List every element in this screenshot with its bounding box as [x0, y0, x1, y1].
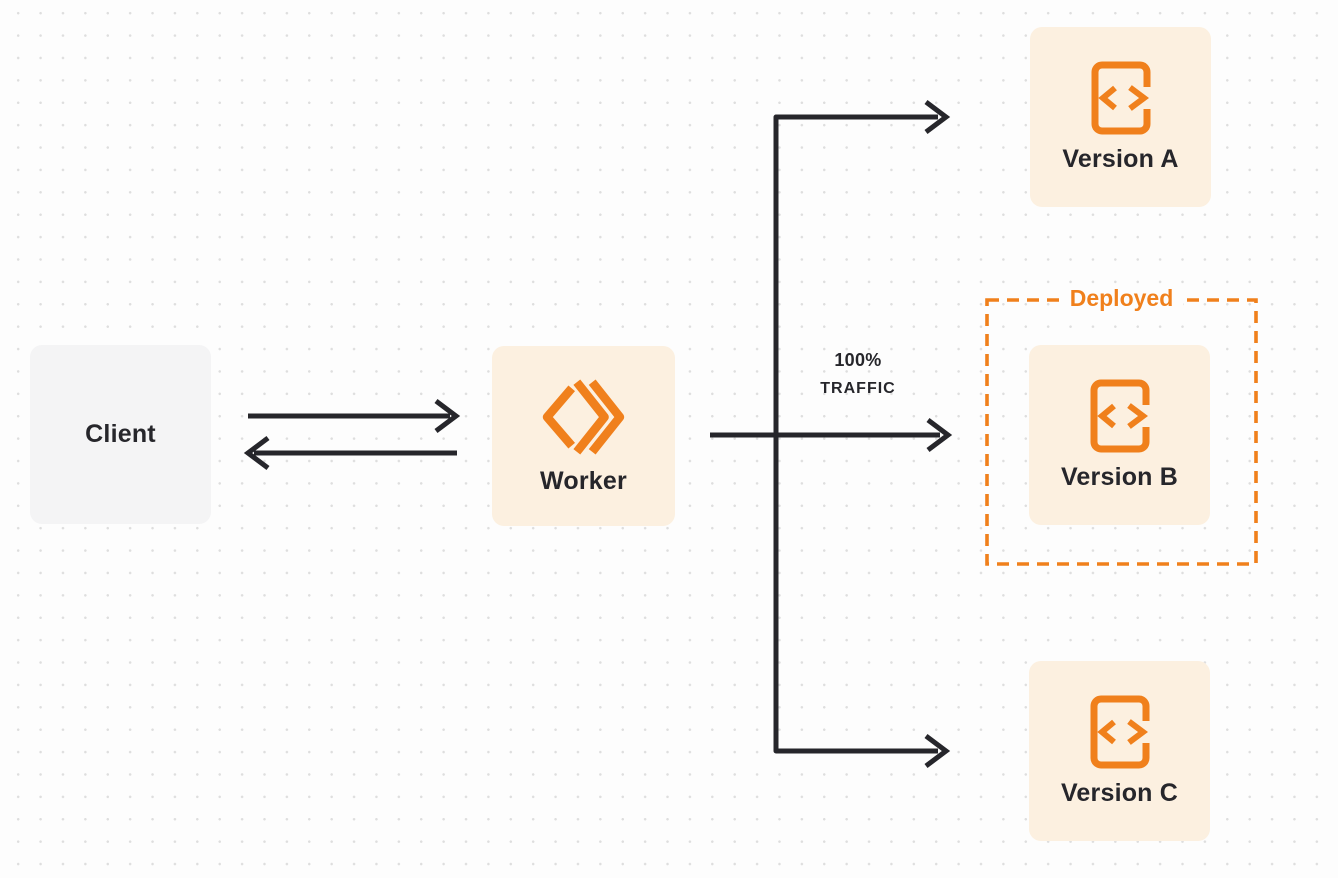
client-node: Client	[30, 345, 211, 524]
code-file-icon	[1091, 61, 1151, 134]
traffic-label: 100% TRAFFIC	[792, 350, 924, 398]
code-file-icon	[1090, 695, 1150, 768]
traffic-percent: 100%	[834, 350, 882, 370]
version-c-node: Version C	[1029, 661, 1210, 841]
client-label: Client	[85, 420, 156, 448]
traffic-word: TRAFFIC	[820, 380, 896, 397]
version-a-node: Version A	[1030, 27, 1211, 207]
version-a-label: Version A	[1062, 144, 1179, 173]
arrow-branch-to-version-c	[773, 435, 938, 754]
worker-label: Worker	[540, 466, 627, 495]
version-b-label: Version B	[1060, 462, 1179, 491]
version-b-node: Version B	[1029, 345, 1210, 525]
code-file-icon	[1090, 379, 1150, 452]
cloudflare-workers-icon	[542, 378, 624, 455]
worker-node: Worker	[492, 346, 675, 526]
deployed-dashed-border	[985, 298, 1258, 566]
deployed-label: Deployed	[1059, 285, 1184, 312]
version-c-label: Version C	[1060, 778, 1179, 807]
deployed-boundary: Deployed	[985, 285, 1258, 566]
